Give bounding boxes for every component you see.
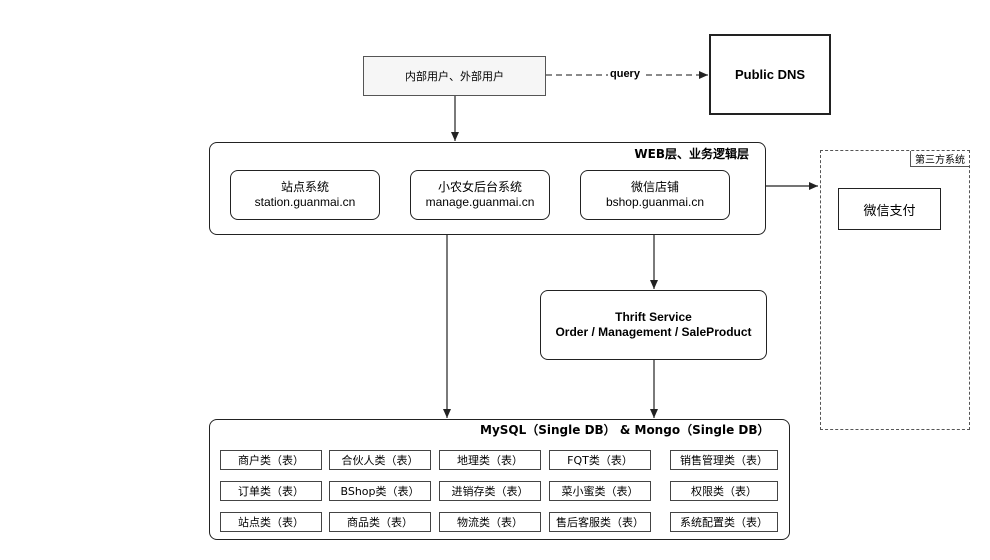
wechat-shop-name: 微信店铺 bbox=[630, 180, 679, 194]
table-logistics: 物流类（表） bbox=[439, 512, 541, 532]
table-station: 站点类（表） bbox=[220, 512, 322, 532]
thrift-service-title: Thrift Service bbox=[615, 310, 692, 324]
web-layer-container: WEB层、业务逻辑层 站点系统 station.guanmai.cn 小农女后台… bbox=[209, 142, 766, 235]
table-inventory: 进销存类（表） bbox=[439, 481, 541, 501]
thrift-service-modules: Order / Management / SaleProduct bbox=[555, 325, 752, 339]
station-system-node: 站点系统 station.guanmai.cn bbox=[230, 170, 380, 220]
third-party-container: 第三方系统 bbox=[820, 150, 970, 430]
table-product: 商品类（表） bbox=[329, 512, 431, 532]
table-caixiaomi: 菜小蜜类（表） bbox=[549, 481, 651, 501]
manage-system-domain: manage.guanmai.cn bbox=[425, 195, 535, 209]
database-container: MySQL（Single DB） & Mongo（Single DB） bbox=[209, 419, 790, 540]
wechat-pay-node: 微信支付 bbox=[838, 188, 941, 230]
table-geography: 地理类（表） bbox=[439, 450, 541, 470]
table-bshop: BShop类（表） bbox=[329, 481, 431, 501]
wechat-shop-domain: bshop.guanmai.cn bbox=[605, 195, 705, 209]
station-system-domain: station.guanmai.cn bbox=[254, 195, 356, 209]
table-fqt: FQT类（表） bbox=[549, 450, 651, 470]
table-sales-management: 销售管理类（表） bbox=[670, 450, 778, 470]
web-layer-title: WEB层、业务逻辑层 bbox=[634, 147, 749, 161]
public-dns-label: Public DNS bbox=[734, 67, 806, 82]
table-after-sales: 售后客服类（表） bbox=[549, 512, 651, 532]
table-merchant: 商户类（表） bbox=[220, 450, 322, 470]
table-partner: 合伙人类（表） bbox=[329, 450, 431, 470]
query-edge-label: query bbox=[608, 68, 642, 80]
table-system-config: 系统配置类（表） bbox=[670, 512, 778, 532]
wechat-shop-node: 微信店铺 bshop.guanmai.cn bbox=[580, 170, 730, 220]
table-order: 订单类（表） bbox=[220, 481, 322, 501]
users-label: 内部用户、外部用户 bbox=[405, 70, 504, 83]
public-dns-node: Public DNS bbox=[709, 34, 831, 115]
wechat-pay-label: 微信支付 bbox=[863, 203, 916, 219]
database-title: MySQL（Single DB） & Mongo（Single DB） bbox=[480, 423, 770, 437]
table-permission: 权限类（表） bbox=[670, 481, 778, 501]
manage-system-node: 小农女后台系统 manage.guanmai.cn bbox=[410, 170, 550, 220]
users-node: 内部用户、外部用户 bbox=[363, 56, 546, 96]
manage-system-name: 小农女后台系统 bbox=[437, 180, 522, 194]
third-party-title: 第三方系统 bbox=[910, 151, 969, 167]
thrift-service-node: Thrift Service Order / Management / Sale… bbox=[540, 290, 767, 360]
station-system-name: 站点系统 bbox=[280, 180, 329, 194]
